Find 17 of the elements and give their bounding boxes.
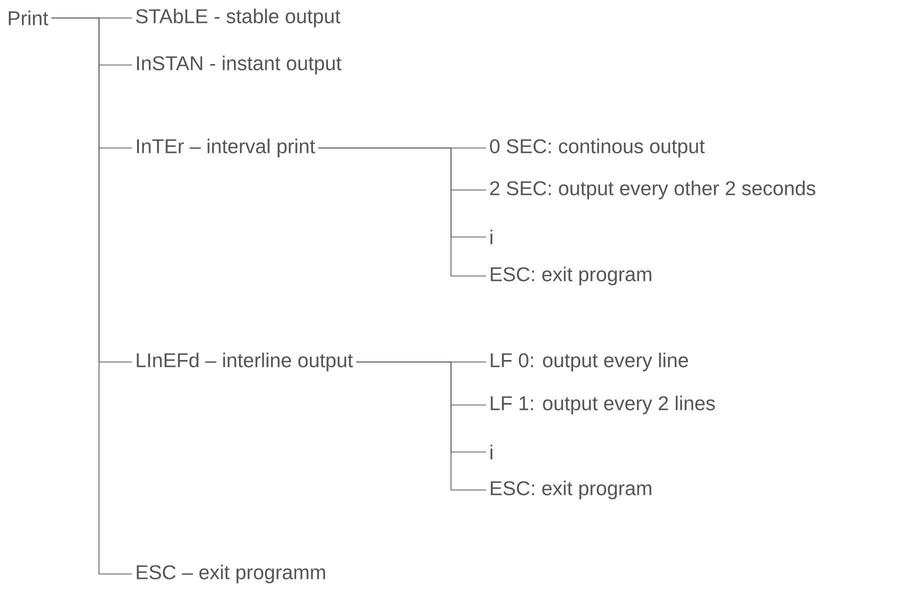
menu-item: 2 SEC: output every other 2 seconds — [490, 180, 816, 200]
menu-item: InTEr – interval print — [137, 138, 316, 158]
menu-item: i — [490, 444, 492, 460]
menu-item: Print — [8, 10, 48, 26]
menu-item: LInEFd – interline output — [136, 352, 353, 372]
menu-item: 0 SEC: continous output — [490, 138, 705, 158]
menu-item: ESC – exit programm — [136, 564, 326, 584]
tree-connector — [51, 18, 132, 574]
menu-item: STAbLE - stable output — [136, 8, 340, 28]
menu-item: ESC: exit program — [490, 480, 652, 500]
menu-item: LF 1: output every 2 lines — [490, 396, 715, 414]
tree-connector — [356, 362, 486, 490]
menu-item: i — [490, 230, 492, 244]
menu-item: ESC: exit program — [490, 266, 652, 286]
menu-item: LF 0: output every line — [490, 352, 688, 372]
tree-connector — [318, 148, 486, 276]
menu-item: InSTAN - instant output — [137, 56, 342, 74]
